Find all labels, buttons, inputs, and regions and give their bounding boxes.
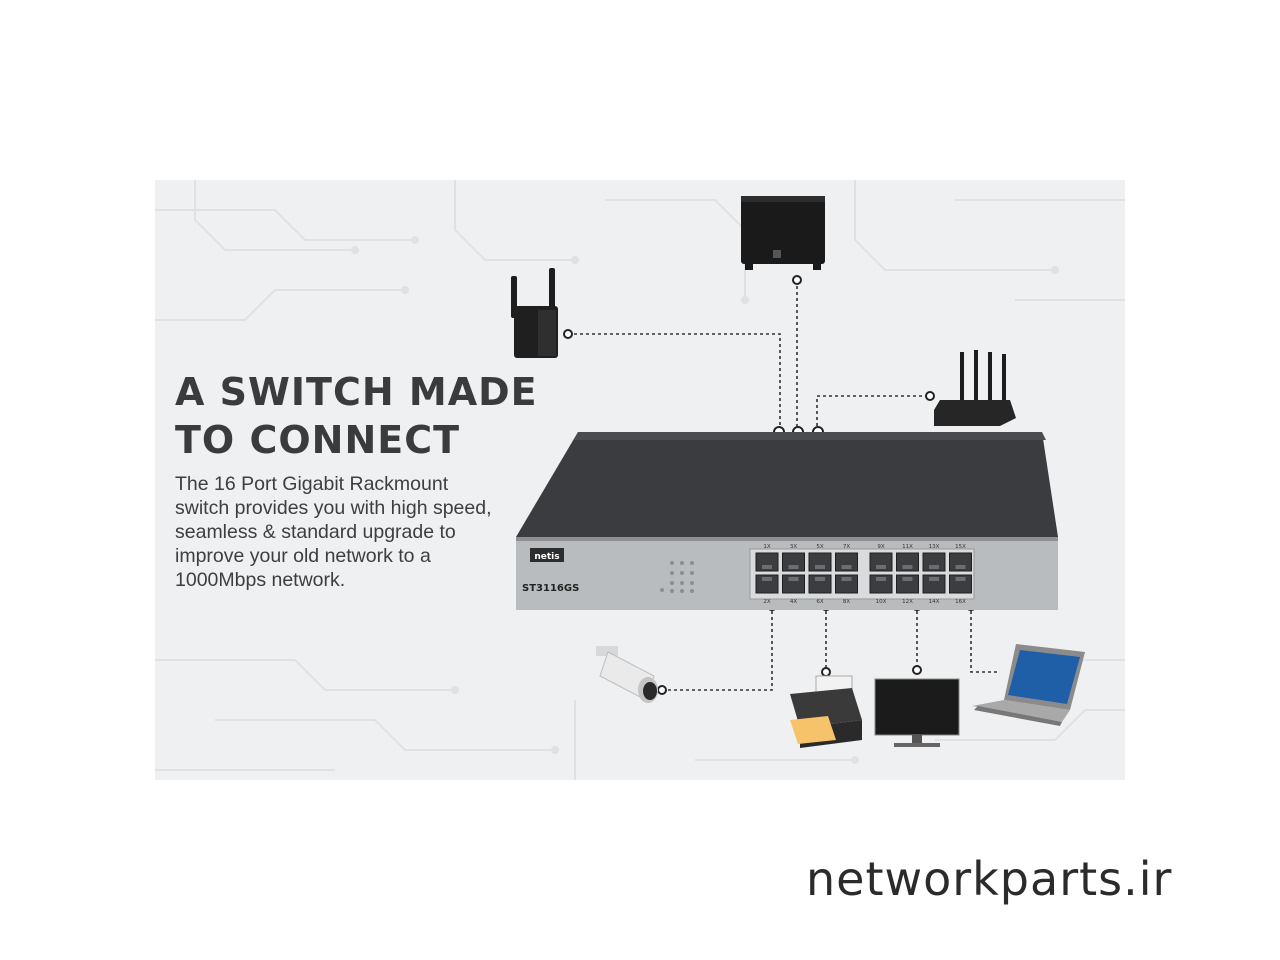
port-label: 3X xyxy=(790,544,797,550)
ethernet-port xyxy=(949,552,972,572)
port-label: 16X xyxy=(955,599,966,605)
ethernet-port xyxy=(922,574,946,594)
port-latch xyxy=(955,577,966,581)
port-label: 11X xyxy=(902,544,913,550)
ethernet-port xyxy=(755,552,779,572)
range-extender-icon xyxy=(511,268,558,358)
port-label: 9X xyxy=(877,544,884,550)
port-latch xyxy=(929,565,939,569)
model-label: ST3116GS xyxy=(522,583,579,594)
ethernet-port xyxy=(835,552,858,572)
port-latch xyxy=(788,577,799,581)
port-latch xyxy=(902,577,913,581)
port-latch xyxy=(876,565,886,569)
headline: A SWITCH MADE TO CONNECT xyxy=(175,368,538,464)
port-latch xyxy=(788,565,799,569)
port-label: 13X xyxy=(929,544,940,550)
port-label: 2X xyxy=(763,599,770,605)
description: The 16 Port Gigabit Rackmount switch pro… xyxy=(175,473,492,591)
port-latch xyxy=(815,577,825,581)
port-latch xyxy=(762,565,772,569)
port-latch xyxy=(762,577,772,581)
circuit-background xyxy=(155,180,1125,780)
port-label: 1X xyxy=(763,544,770,550)
status-leds xyxy=(660,561,694,593)
port-label: 12X xyxy=(902,599,913,605)
wifi-router-icon xyxy=(934,350,1016,426)
ethernet-ports xyxy=(755,552,972,594)
ethernet-port xyxy=(782,552,805,572)
headline-line-1: A SWITCH MADE xyxy=(175,370,538,414)
monitor-icon xyxy=(874,678,960,747)
ethernet-port xyxy=(896,552,919,572)
port-label: 6X xyxy=(816,599,823,605)
port-label: 7X xyxy=(843,544,850,550)
ethernet-port xyxy=(949,574,972,594)
port-label: 15X xyxy=(955,544,966,550)
port-latch xyxy=(841,577,852,581)
port-latch xyxy=(841,565,852,569)
port-latch xyxy=(815,565,825,569)
laptop-icon xyxy=(972,644,1085,726)
ethernet-port xyxy=(922,552,946,572)
port-label: 5X xyxy=(816,544,823,550)
ethernet-port xyxy=(869,574,893,594)
connector-lines xyxy=(568,280,1000,691)
port-labels-bottom: 2X 4X 6X 8X 10X 12X 14X 16X xyxy=(763,599,966,605)
headline-line-2: TO CONNECT xyxy=(175,418,461,462)
watermark: networkparts.ir xyxy=(806,852,1173,906)
network-switch: netis ST3116GS 1X 3X 5X 7X 9X 11X 13X 15X 2X 4X 6… xyxy=(516,432,1058,610)
ethernet-port xyxy=(835,574,858,594)
brand-label: netis xyxy=(534,552,559,562)
subwoofer-icon xyxy=(741,196,825,270)
ethernet-port xyxy=(869,552,893,572)
port-latch xyxy=(929,577,939,581)
port-latch xyxy=(876,577,886,581)
port-latch xyxy=(955,565,966,569)
port-label: 14X xyxy=(929,599,940,605)
ethernet-port xyxy=(782,574,805,594)
ethernet-port xyxy=(808,574,832,594)
port-label: 10X xyxy=(876,599,887,605)
port-labels-top: 1X 3X 5X 7X 9X 11X 13X 15X xyxy=(763,544,966,550)
ethernet-port xyxy=(896,574,919,594)
port-label: 4X xyxy=(790,599,797,605)
ip-camera-icon xyxy=(596,646,658,703)
ethernet-port xyxy=(808,552,832,572)
ethernet-port xyxy=(755,574,779,594)
port-label: 8X xyxy=(843,599,850,605)
port-latch xyxy=(902,565,913,569)
printer-icon xyxy=(790,675,862,748)
brand-badge xyxy=(530,548,564,562)
